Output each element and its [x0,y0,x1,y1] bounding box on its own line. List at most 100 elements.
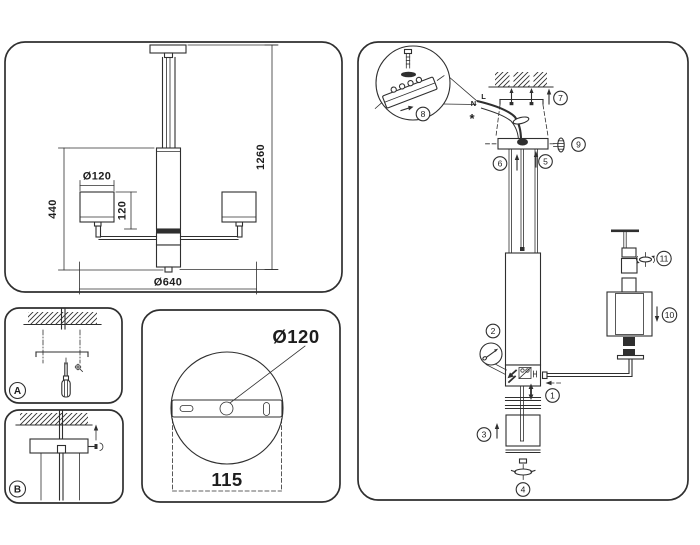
step-5-marker: 5 [538,154,553,169]
assembly-central-body [504,252,542,366]
wing-screw-icon [635,252,656,267]
step-7-marker: 7 [553,90,568,106]
dimension-shade-height: 120 [115,191,137,230]
hanging-rod-a [60,308,66,330]
wire-l-label: L [481,92,486,101]
arm-drop-label: 440 [47,199,59,219]
total-dia-label: Ø640 [154,277,183,289]
step-8-marker: 8 [415,106,431,122]
bracket-screw-right [529,88,534,106]
bottom-shade [505,414,541,447]
canopy-rods-b [38,452,83,501]
terminal-callout-bubble: 8 [374,45,478,122]
ceiling-hatch-assembly [488,72,554,88]
step-11-marker: 11 [656,250,672,267]
cube-shade [606,291,653,337]
knurled-screw-icon [553,137,565,153]
svg-text:5: 5 [543,157,548,167]
junction-box [504,364,542,387]
panel-b-marker: B [8,480,27,498]
dimension-arm-drop: 440 [47,147,164,271]
bracket-width-label: 115 [211,469,242,490]
footnote-asterisk: * [469,111,475,126]
ceiling-plate [149,44,187,54]
panel-overview: Ø120 440 120 1260 Ø640 [4,41,343,295]
svg-text:10: 10 [665,310,675,320]
washer-icon [401,71,416,78]
bottom-finial [164,266,173,273]
align-dash-right [542,104,549,137]
panel-b-frame [4,409,124,504]
svg-text:1: 1 [550,391,555,401]
mounting-bar [171,399,283,418]
ceiling-hatch-b [15,413,93,426]
side-screw-icon-b [87,424,104,452]
align-dash-left [495,104,501,137]
dimension-total-dia: Ø640 [79,261,257,295]
terminal-block [374,75,445,110]
panel-assembly: 8 N L * [357,41,689,501]
dimension-total-height: 1260 [179,44,279,270]
total-height-label: 1260 [255,144,267,170]
socket [623,337,635,356]
central-body [155,147,182,273]
step-1-marker: 1 [545,388,560,403]
wire-end [520,247,525,251]
ceiling-hatch-a [23,312,102,326]
suspension-rod [161,56,176,149]
arms [93,221,244,241]
screw-icon-a [74,363,84,373]
step-6-arrow [514,154,520,171]
canopy-b [29,438,89,454]
svg-text:11: 11 [660,254,669,264]
svg-text:7: 7 [558,93,563,103]
finial-bar [611,229,639,233]
svg-text:3: 3 [482,430,487,440]
lower-stack [504,385,542,480]
svg-text:8: 8 [421,109,426,119]
panel-a-marker: A [8,381,27,400]
wing-nut-icon [510,464,536,480]
wire-grommet [517,138,528,146]
svg-text:6: 6 [498,159,503,169]
step-9-marker: 9 [571,137,586,152]
dimension-bracket-width: 115 [172,418,282,492]
bracket-screw-left [509,88,514,106]
panel-mount-b: B [4,409,124,504]
shade-exploded-view: 11 10 [606,229,678,360]
mounting-bracket-a [35,351,89,358]
chandelier-front-view [79,44,257,273]
arm-flange [616,354,645,360]
insert-arrow [400,105,414,112]
step-2-marker: 2 [485,323,501,339]
step-10-arrow [654,306,660,322]
supply-wires [476,99,530,141]
dia-leader-line [229,345,306,404]
plate-collar [163,52,174,59]
shade-height-label: 120 [117,201,129,221]
svg-text:9: 9 [576,140,581,150]
step-10-marker: 10 [661,307,678,323]
panel-mount-a: A [4,307,123,404]
canopy-assembly [485,137,556,150]
inner-diffuser [615,293,644,335]
finial-nub [518,458,528,464]
step-6-marker: 6 [492,156,508,171]
screwdriver-icon [61,357,71,398]
panel-b-letter: B [14,485,21,496]
step-4-marker: 4 [515,482,531,497]
canopy-dia-label: Ø120 [272,326,319,347]
terminal-screw-icon [403,48,413,69]
svg-text:4: 4 [521,485,526,495]
hanging-rod-b [58,410,64,440]
mounting-bracket-assembly [499,88,544,106]
junction-callout-bubble [479,342,508,376]
junction-arrow [507,369,518,379]
wire-n-label: N [471,99,476,108]
step-3-marker: 3 [476,427,492,442]
upper-rods [508,148,538,254]
panel-canopy-detail: Ø120 115 [141,309,341,503]
panel-a-letter: A [14,386,21,397]
svg-text:2: 2 [491,326,496,336]
